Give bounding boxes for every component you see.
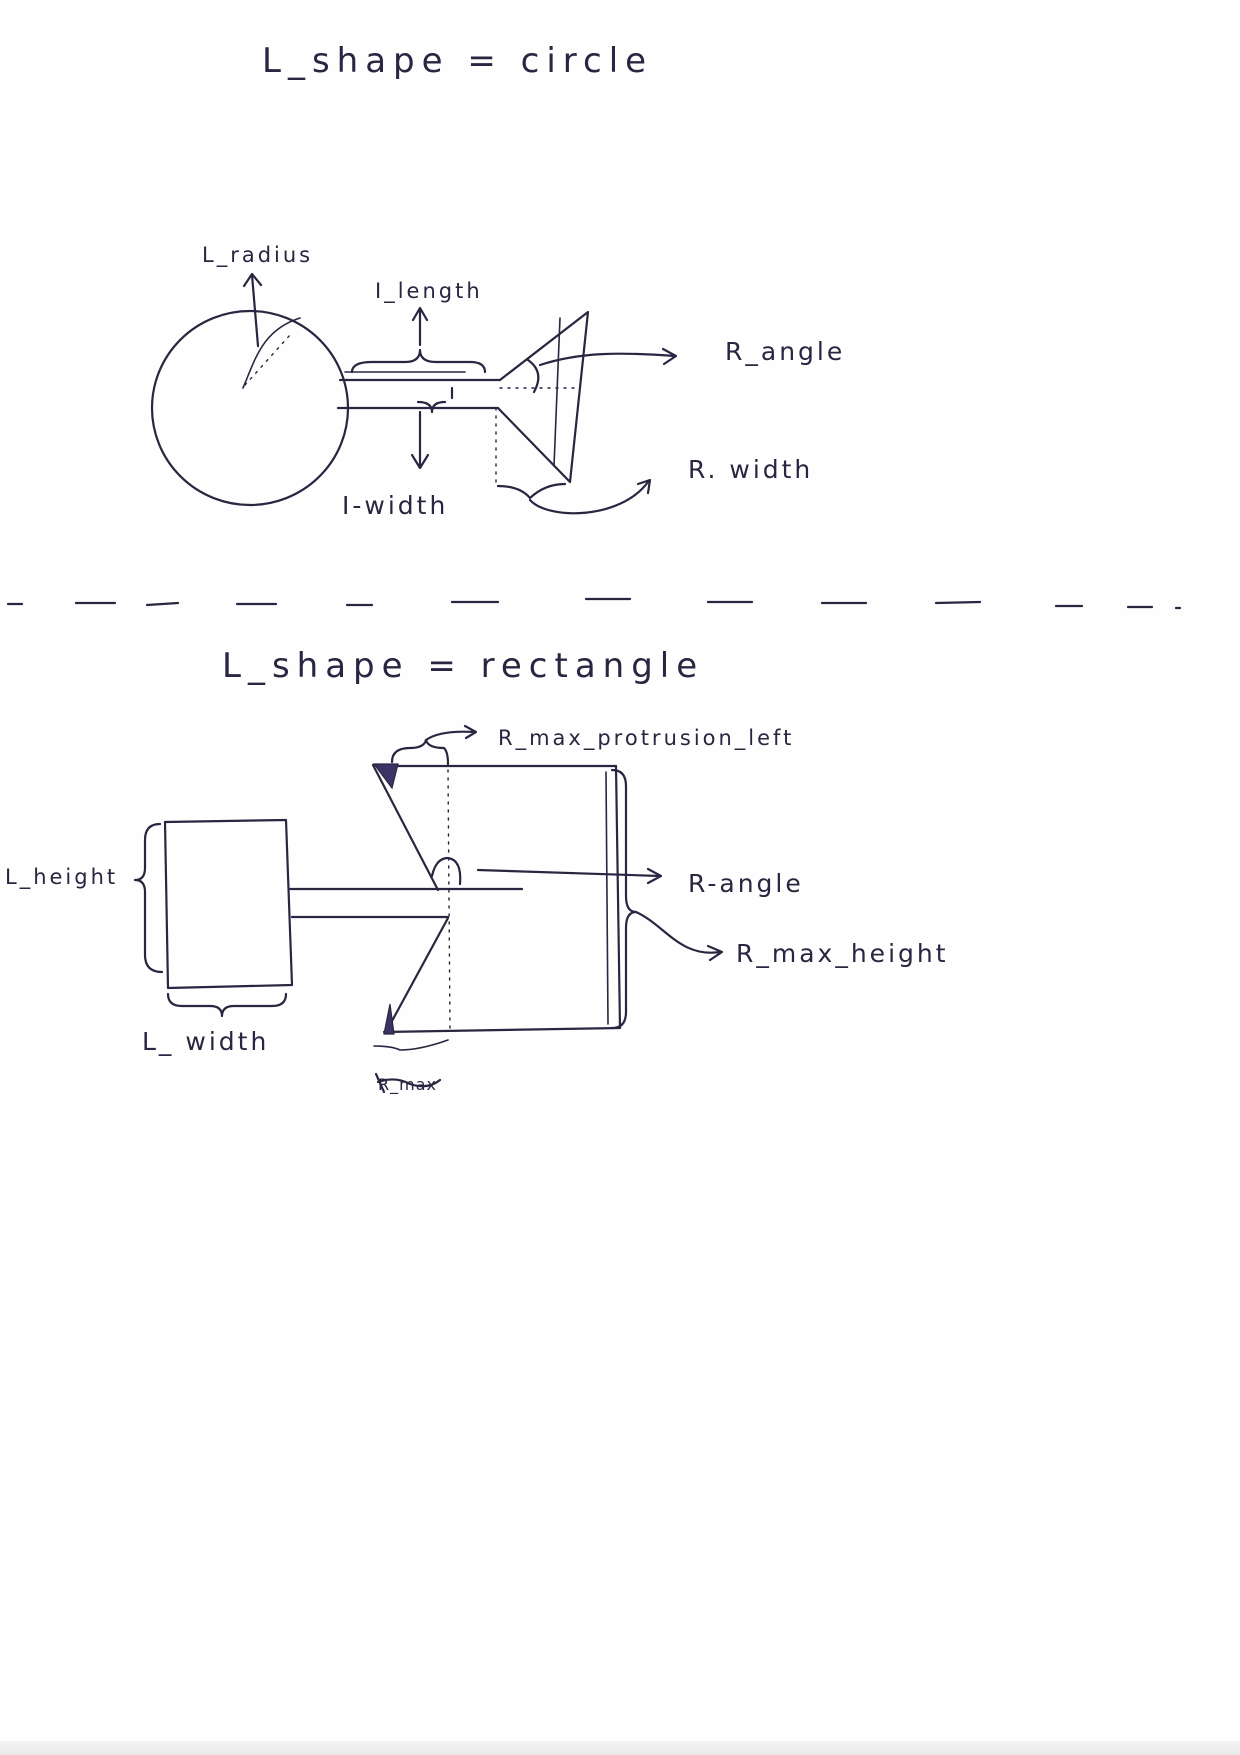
protrusion-arrow [424,724,478,742]
l-height-brace [133,822,164,974]
r-max-height-arrow [634,910,724,962]
left-rectangle-shape [163,818,294,990]
i-width-brace [416,386,454,414]
angle-arc [526,358,540,394]
radius-arrow [242,272,263,348]
rect-angle-arc [430,856,462,886]
left-circle-shape [150,309,350,507]
right-rectangle-shape [382,764,622,1034]
i-length-label: I_length [375,279,483,304]
r-width-label: R. width [688,455,813,484]
r-angle-label: R_angle [725,337,845,366]
right-trapezoid-shape [371,763,450,1034]
r-width-brace [496,482,567,500]
r-max-height-label: R_max_height [736,939,949,968]
circle-section-title: L_shape = circle [262,41,653,81]
right-rectangle-inner [605,771,609,1025]
rect-r-angle-label: R-angle [688,869,804,898]
i-length-brace [350,348,487,374]
paper-edge [0,1741,1240,1755]
l-width-label: L_ width [142,1027,269,1056]
bottom-hatched-corner [383,1003,395,1035]
r-angle-arrow [538,347,678,367]
rectangle-section-title: L_shape = rectangle [222,646,704,686]
l-radius-label: L_radius [202,243,313,268]
bottom-small-brace [373,1039,449,1051]
r-width-arrow [528,478,652,515]
i-width-label: I-width [342,491,448,520]
l-height-label: L_height [5,865,118,890]
radius-dotted [244,334,291,386]
rect-r-angle-arrow [476,867,663,885]
right-triangle-inner [553,317,561,467]
scribble-strike [374,1072,442,1094]
right-triangle-shape [496,310,590,484]
protrusion-brace [390,738,450,766]
protrusion-dotted-line [447,769,451,1031]
i-length-arrow [411,306,429,347]
section-divider [6,597,1182,610]
r-max-protrusion-left-label: R_max_protrusion_left [498,726,794,751]
top-hatched-corner [372,763,399,790]
l-width-brace [166,992,288,1018]
radius-line [242,317,301,389]
i-width-arrow [410,410,430,470]
